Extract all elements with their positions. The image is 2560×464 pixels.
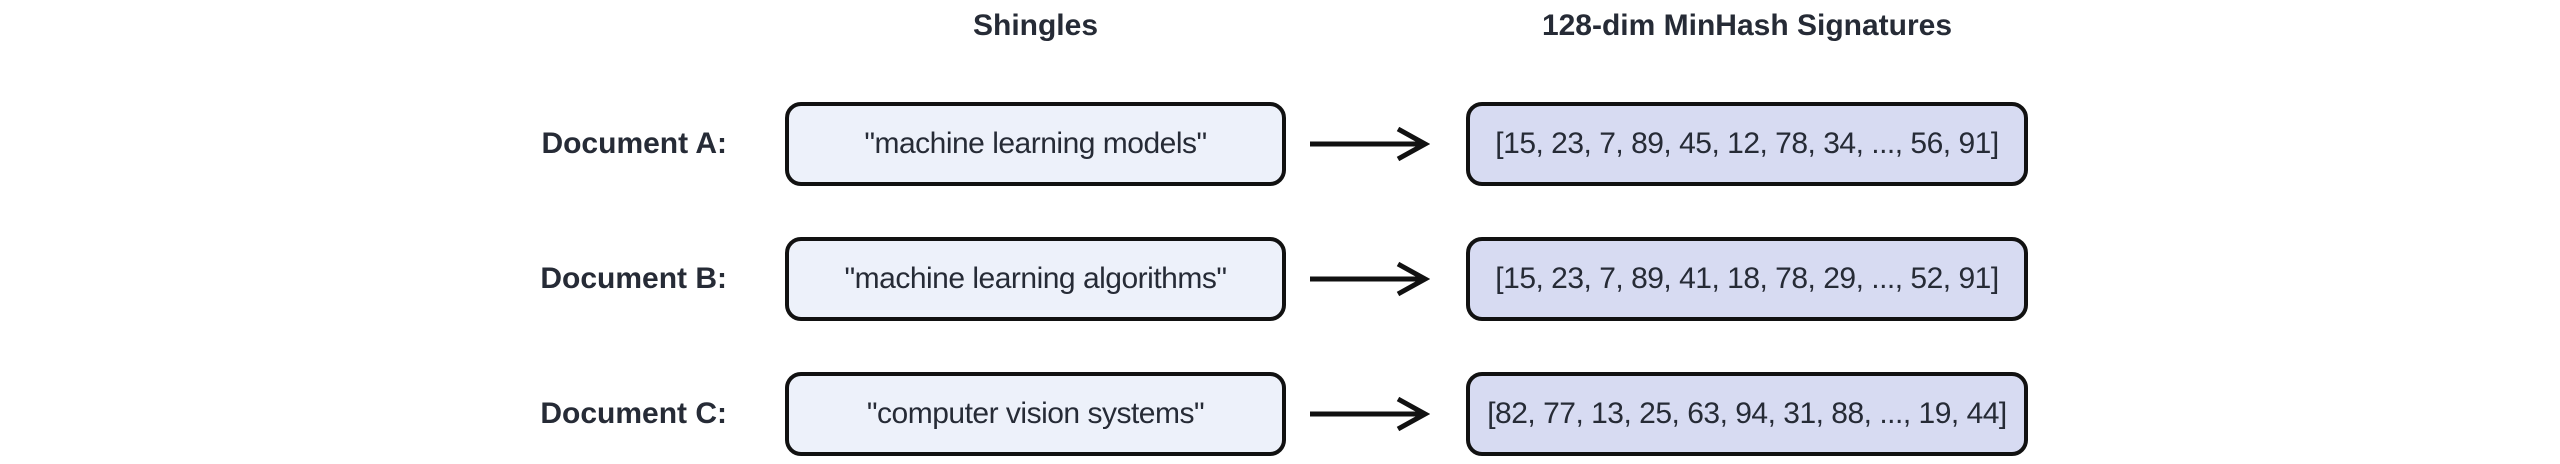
document-c-shingle-box: "computer vision systems"	[785, 372, 1286, 456]
arrow-right-icon	[1308, 392, 1430, 436]
document-b-signature-text: [15, 23, 7, 89, 41, 18, 78, 29, ..., 52,…	[1495, 262, 1999, 295]
document-b-shingle-text: "machine learning algorithms"	[844, 262, 1228, 295]
document-a-label: Document A:	[541, 127, 727, 160]
column-header-shingles: Shingles	[972, 9, 1099, 42]
document-a-shingle-text: "machine learning models"	[864, 127, 1207, 160]
document-a-signature-text: [15, 23, 7, 89, 45, 12, 78, 34, ..., 56,…	[1495, 127, 1999, 160]
document-a-signature-box: [15, 23, 7, 89, 45, 12, 78, 34, ..., 56,…	[1466, 102, 2028, 186]
document-b-shingle-box: "machine learning algorithms"	[785, 237, 1286, 321]
document-row-c: Document C: "computer vision systems" [8…	[0, 372, 2560, 456]
document-c-shingle-text: "computer vision systems"	[866, 397, 1205, 430]
column-header-minhash-signatures: 128-dim MinHash Signatures	[1541, 9, 1953, 42]
document-c-signature-text: [82, 77, 13, 25, 63, 94, 31, 88, ..., 19…	[1487, 397, 2007, 430]
document-b-label: Document B:	[540, 262, 727, 295]
document-row-a: Document A: "machine learning models" [1…	[0, 102, 2560, 186]
document-row-b: Document B: "machine learning algorithms…	[0, 237, 2560, 321]
arrow-right-icon	[1308, 257, 1430, 301]
document-c-label: Document C:	[540, 397, 727, 430]
document-c-signature-box: [82, 77, 13, 25, 63, 94, 31, 88, ..., 19…	[1466, 372, 2028, 456]
document-b-signature-box: [15, 23, 7, 89, 41, 18, 78, 29, ..., 52,…	[1466, 237, 2028, 321]
document-a-shingle-box: "machine learning models"	[785, 102, 1286, 186]
arrow-right-icon	[1308, 122, 1430, 166]
